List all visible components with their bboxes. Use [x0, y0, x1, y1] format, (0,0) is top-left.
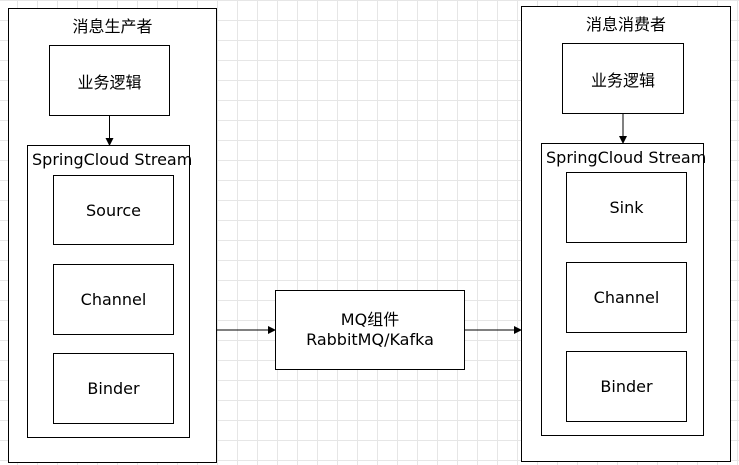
producer-binder-box: Binder [53, 353, 174, 424]
consumer-binder-box: Binder [566, 351, 687, 422]
producer-source-box: Source [53, 175, 174, 245]
consumer-title: 消息消费者 [585, 15, 666, 34]
consumer-channel-box: Channel [566, 262, 687, 333]
mq-component-label: MQ组件 [340, 310, 400, 329]
mq-component-box: MQ组件 RabbitMQ/Kafka [275, 290, 465, 370]
consumer-stream-title: SpringCloud Stream [546, 148, 707, 167]
mq-broker-label: RabbitMQ/Kafka [306, 330, 434, 349]
producer-title: 消息生产者 [72, 17, 153, 36]
consumer-sink-box: Sink [566, 172, 687, 243]
producer-business-logic-box: 业务逻辑 [49, 45, 170, 116]
consumer-business-logic-box: 业务逻辑 [562, 43, 684, 114]
producer-stream-title: SpringCloud Stream [32, 150, 193, 169]
producer-channel-box: Channel [53, 264, 174, 335]
